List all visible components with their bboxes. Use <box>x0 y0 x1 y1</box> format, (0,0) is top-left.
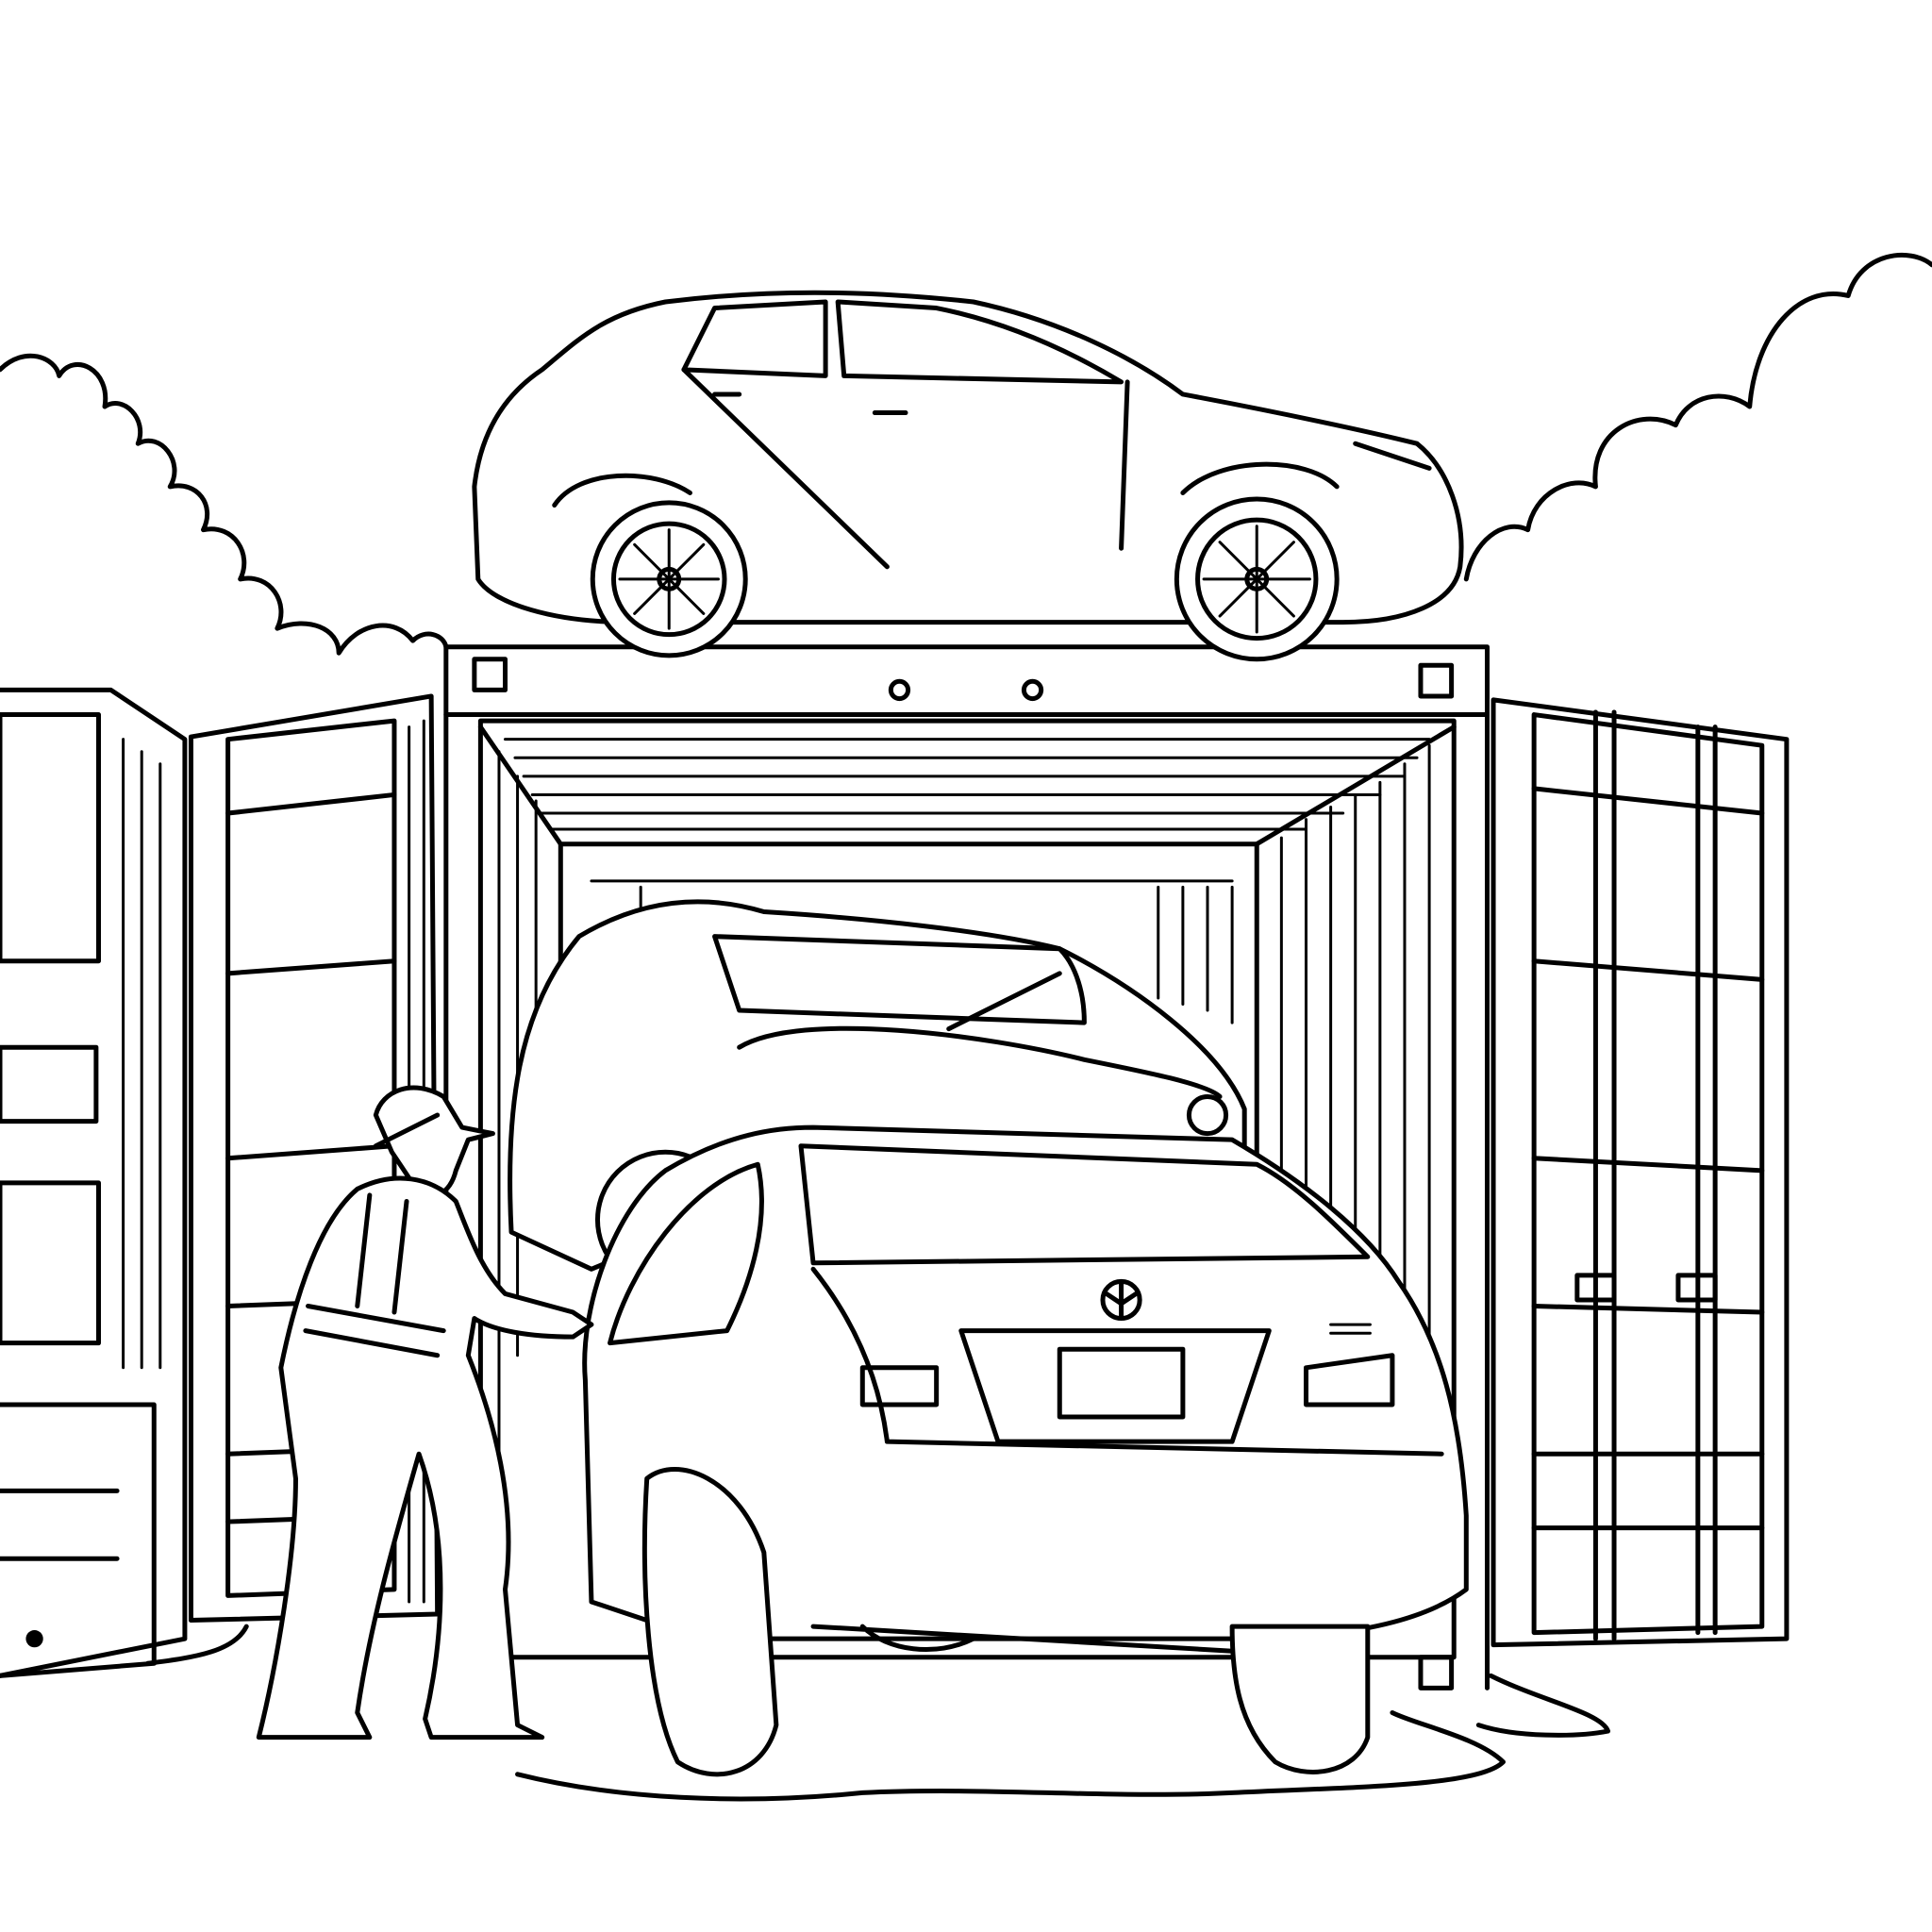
suv-on-roof <box>475 292 1461 659</box>
ceiling-ribs <box>506 740 1430 829</box>
worker <box>258 1088 591 1738</box>
cloud-right <box>1466 255 1932 578</box>
back-wall-ribs <box>591 881 1232 1023</box>
side-container <box>0 690 185 1675</box>
cloud-left <box>0 356 446 653</box>
ground-shadow <box>148 1626 1608 1799</box>
trunk-badge <box>1331 1324 1371 1333</box>
container-door-right <box>1493 700 1787 1645</box>
sedan <box>585 1127 1467 1774</box>
